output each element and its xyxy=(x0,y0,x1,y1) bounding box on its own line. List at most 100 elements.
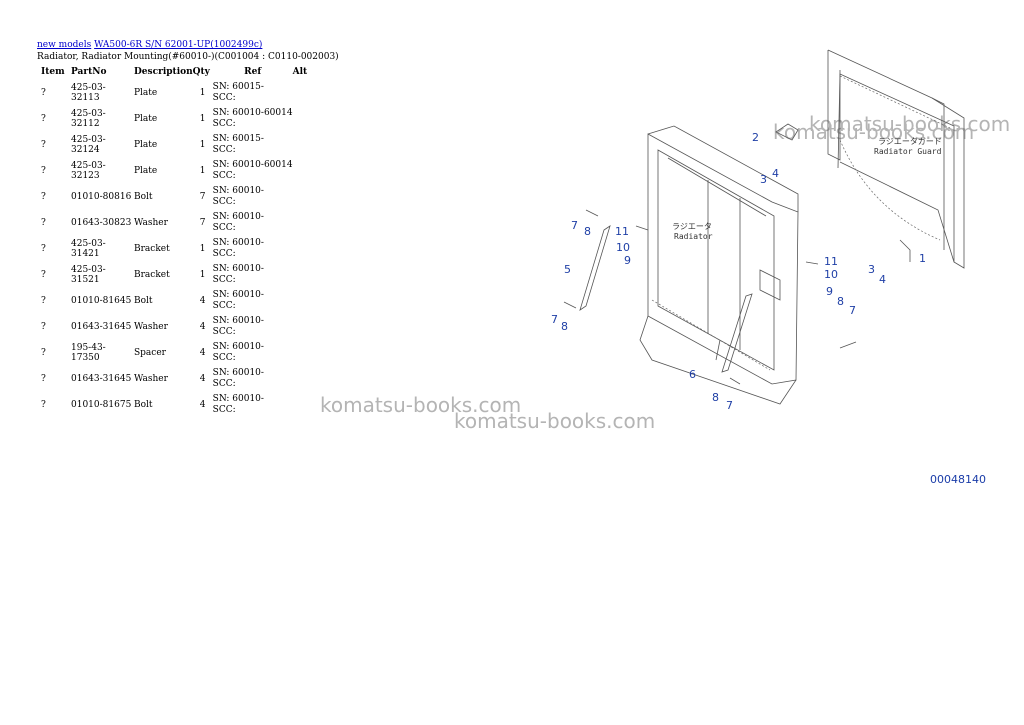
breadcrumb: new models WA500-6R S/N 62001-UP(1002499… xyxy=(37,40,262,50)
cell-description: Plate xyxy=(134,114,158,124)
exploded-parts-diagram: ラジエータ Radiator ラジエータガード Radiator Guard 2… xyxy=(551,49,965,410)
cell-qty: 4 xyxy=(199,348,206,358)
figure-number: 00048140 xyxy=(930,473,986,486)
cell-description: Bolt xyxy=(134,296,153,306)
callout-label: 11 xyxy=(615,225,629,238)
ref-serial: SN: 60010-60014 xyxy=(212,108,293,118)
table-row: ? 425-03-31521 Bracket 1 SN: 60010-SCC: xyxy=(37,262,333,288)
cell-ref: SN: 60010-SCC: xyxy=(213,262,293,288)
stay-rod-6 xyxy=(721,293,753,373)
stay-rod-5 xyxy=(579,225,611,311)
cell-partno: 01643-31645 xyxy=(71,374,132,384)
cell-item: ? xyxy=(41,140,46,150)
cell-alt xyxy=(293,340,333,366)
cell-ref: SN: 60010-SCC: xyxy=(213,288,293,314)
cell-qty: 4 xyxy=(199,400,206,410)
cell-description: Bolt xyxy=(134,400,153,410)
cell-partno: 01010-81645 xyxy=(71,296,132,306)
header-alt: Alt xyxy=(292,67,308,77)
watermark: komatsu-books.com xyxy=(454,409,656,433)
ref-scc: SCC: xyxy=(212,301,236,311)
ref-serial: SN: 60015- xyxy=(212,82,264,92)
cell-description: Washer xyxy=(134,322,168,332)
callout-label: 4 xyxy=(772,167,779,180)
ref-scc: SCC: xyxy=(212,223,236,233)
callout-label: 5 xyxy=(564,263,571,276)
cell-item: ? xyxy=(41,400,46,410)
cell-description: Bracket xyxy=(134,270,170,280)
guard-en-label: Radiator Guard xyxy=(874,147,942,156)
cell-alt xyxy=(293,236,333,262)
ref-serial: SN: 60010- xyxy=(212,316,264,326)
radiator-en-label: Radiator xyxy=(674,232,713,241)
cell-partno: 425-03-32123 xyxy=(71,161,106,181)
cell-item: ? xyxy=(41,88,46,98)
ref-serial: SN: 60010- xyxy=(212,264,264,274)
cell-item: ? xyxy=(41,322,46,332)
ref-serial: SN: 60015- xyxy=(212,134,264,144)
cell-partno: 425-03-32113 xyxy=(71,83,106,103)
breadcrumb-model-link[interactable]: WA500-6R S/N 62001-UP(1002499c) xyxy=(94,40,263,50)
cell-alt xyxy=(293,106,333,132)
ref-scc: SCC: xyxy=(212,197,236,207)
breadcrumb-new-models-link[interactable]: new models xyxy=(37,40,92,50)
cell-qty: 7 xyxy=(199,218,206,228)
page-title: Radiator, Radiator Mounting(#60010-)(C00… xyxy=(37,52,339,62)
cell-item: ? xyxy=(41,270,46,280)
callout-label: 10 xyxy=(616,241,630,254)
cell-partno: 01010-81675 xyxy=(71,400,132,410)
callout-label: 4 xyxy=(879,273,886,286)
header-partno: PartNo xyxy=(71,67,107,77)
callout-label: 7 xyxy=(551,313,558,326)
callout-label: 9 xyxy=(826,285,833,298)
cell-qty: 1 xyxy=(199,270,206,280)
cell-item: ? xyxy=(41,374,46,384)
header-qty: Qty xyxy=(192,67,210,77)
cell-item: ? xyxy=(41,192,46,202)
header-description: Description xyxy=(134,67,193,77)
cell-qty: 7 xyxy=(199,192,206,202)
ref-scc: SCC: xyxy=(212,145,236,155)
ref-serial: SN: 60010-60014 xyxy=(212,160,293,170)
cell-alt xyxy=(293,366,333,392)
callout-label: 11 xyxy=(824,255,838,268)
radiator-jp-label: ラジエータ xyxy=(672,222,712,231)
callout-label: 2 xyxy=(752,131,759,144)
cell-partno: 425-03-31521 xyxy=(71,265,106,285)
cell-alt xyxy=(293,262,333,288)
watermark: komatsu-books.com xyxy=(773,120,975,144)
cell-item: ? xyxy=(41,244,46,254)
callout-label: 3 xyxy=(868,263,875,276)
cell-partno: 01643-31645 xyxy=(71,322,132,332)
guard-jp-label: ラジエータガード xyxy=(878,136,942,146)
ref-serial: SN: 60010- xyxy=(212,186,264,196)
cell-item: ? xyxy=(41,218,46,228)
cell-description: Washer xyxy=(134,374,168,384)
table-header-row: Item PartNo Description Qty Ref Alt xyxy=(37,64,333,80)
cell-alt xyxy=(293,210,333,236)
watermark: komatsu-books.com xyxy=(320,393,522,417)
watermark: komatsu-books.com xyxy=(809,112,1011,136)
callout-label: 8 xyxy=(712,391,719,404)
cell-description: Spacer xyxy=(134,348,166,358)
ref-scc: SCC: xyxy=(212,327,236,337)
callout-label: 8 xyxy=(584,225,591,238)
callout-label: 1 xyxy=(919,252,926,265)
ref-scc: SCC: xyxy=(212,353,236,363)
cell-ref: SN: 60010-SCC: xyxy=(213,236,293,262)
cell-ref: SN: 60010-SCC: xyxy=(213,340,293,366)
cell-alt xyxy=(293,288,333,314)
cell-item: ? xyxy=(41,296,46,306)
cell-qty: 4 xyxy=(199,374,206,384)
callout-label: 9 xyxy=(624,254,631,267)
cell-ref: SN: 60010-SCC: xyxy=(213,366,293,392)
ref-scc: SCC: xyxy=(212,379,236,389)
